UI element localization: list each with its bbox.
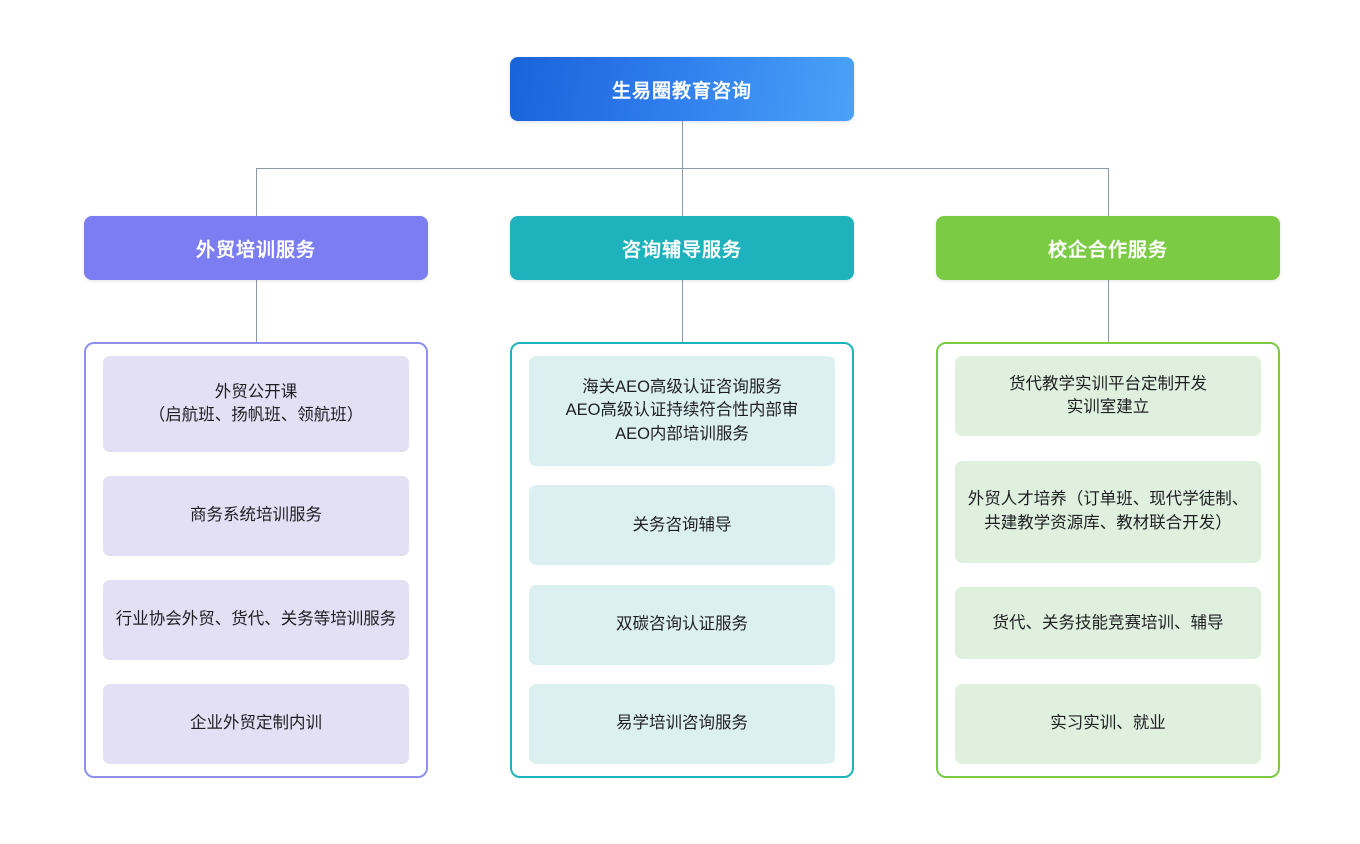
- service-card[interactable]: 海关AEO高级认证咨询服务 AEO高级认证持续符合性内部审 AEO内部培训服务: [529, 356, 835, 466]
- branch-training: 外贸培训服务 外贸公开课 （启航班、扬帆班、领航班） 商务系统培训服务 行业协会…: [84, 216, 428, 778]
- connector-header-to-items-center: [682, 280, 683, 342]
- category-header-label: 校企合作服务: [1047, 239, 1168, 261]
- service-card[interactable]: 外贸公开课 （启航班、扬帆班、领航班）: [103, 356, 409, 452]
- branch-consulting: 咨询辅导服务 海关AEO高级认证咨询服务 AEO高级认证持续符合性内部审 AEO…: [510, 216, 854, 778]
- connector-root-stem: [682, 121, 683, 168]
- root-node[interactable]: 生易圈教育咨询: [510, 57, 854, 121]
- branch-school-enterprise: 校企合作服务 货代教学实训平台定制开发 实训室建立 外贸人才培养（订单班、现代学…: [936, 216, 1280, 778]
- service-card[interactable]: 商务系统培训服务: [103, 476, 409, 556]
- service-card[interactable]: 外贸人才培养（订单班、现代学徒制、共建教学资源库、教材联合开发）: [955, 460, 1261, 563]
- connector-drop-right: [1108, 168, 1109, 216]
- category-header-label: 咨询辅导服务: [621, 239, 742, 261]
- category-header-training[interactable]: 外贸培训服务: [84, 216, 428, 280]
- root-node-label: 生易圈教育咨询: [611, 80, 752, 102]
- connector-header-to-items-left: [256, 280, 257, 342]
- items-container-training: 外贸公开课 （启航班、扬帆班、领航班） 商务系统培训服务 行业协会外贸、货代、关…: [84, 342, 428, 778]
- service-card[interactable]: 易学培训咨询服务: [529, 683, 835, 764]
- category-header-school-enterprise[interactable]: 校企合作服务: [936, 216, 1280, 280]
- connector-header-to-items-right: [1108, 280, 1109, 342]
- service-card[interactable]: 行业协会外贸、货代、关务等培训服务: [103, 580, 409, 660]
- service-card[interactable]: 双碳咨询认证服务: [529, 584, 835, 665]
- service-card[interactable]: 实习实训、就业: [955, 683, 1261, 764]
- category-header-consulting[interactable]: 咨询辅导服务: [510, 216, 854, 280]
- connector-drop-left: [256, 168, 257, 216]
- service-card[interactable]: 关务咨询辅导: [529, 485, 835, 566]
- category-header-label: 外贸培训服务: [195, 239, 316, 261]
- service-card[interactable]: 货代教学实训平台定制开发 实训室建立: [955, 356, 1261, 436]
- service-card[interactable]: 货代、关务技能竞赛培训、辅导: [955, 587, 1261, 660]
- items-container-consulting: 海关AEO高级认证咨询服务 AEO高级认证持续符合性内部审 AEO内部培训服务 …: [510, 342, 854, 778]
- connector-drop-center: [682, 168, 683, 216]
- service-card[interactable]: 企业外贸定制内训: [103, 684, 409, 764]
- items-container-school-enterprise: 货代教学实训平台定制开发 实训室建立 外贸人才培养（订单班、现代学徒制、共建教学…: [936, 342, 1280, 778]
